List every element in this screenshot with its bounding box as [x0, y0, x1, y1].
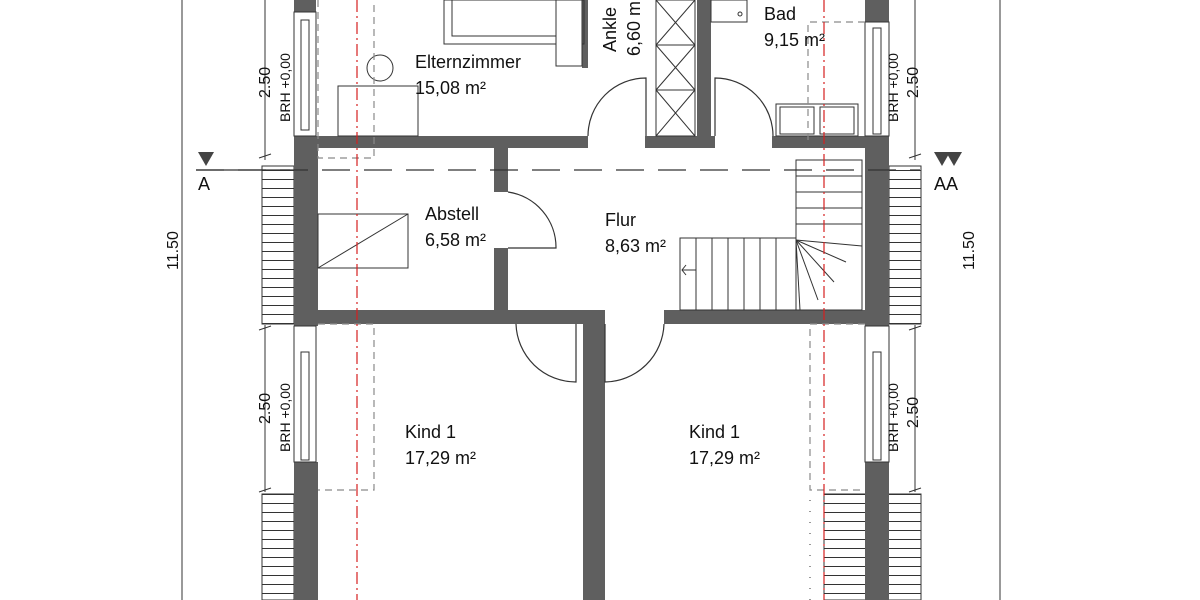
- room-name-kind-left: Kind 1: [405, 422, 456, 442]
- furniture: [317, 0, 859, 269]
- section-cut-line: [196, 152, 962, 171]
- room-area-kind-left: 17,29 m²: [405, 448, 476, 468]
- desk: [337, 85, 419, 137]
- overall-dimension-lines: [181, 0, 1001, 600]
- brh-top-right: BRH +0,00: [885, 53, 901, 122]
- overall-dim-right: 11.50: [961, 231, 978, 270]
- section-marker-left-icon: [198, 152, 214, 166]
- labels: Elternzimmer 15,08 m² Ankle 6,60 m Bad 9…: [165, 1, 978, 468]
- brh-bottom-left: BRH +0,00: [277, 383, 293, 452]
- chair: [366, 54, 394, 82]
- room-name-kind-right: Kind 1: [689, 422, 740, 442]
- storage-box: [317, 213, 409, 269]
- interior-stair: [679, 159, 863, 311]
- window-dimension-lines: [258, 0, 922, 493]
- room-area-bad: 9,15 m²: [764, 30, 825, 50]
- window-height-bottom-left: 2.50: [257, 393, 274, 424]
- washbasin: [710, 0, 748, 23]
- overall-dim-left: 11.50: [165, 231, 182, 270]
- window-height-bottom-right: 2.50: [905, 397, 922, 428]
- window-height-top-left: 2.50: [257, 67, 274, 98]
- windows: [293, 11, 890, 463]
- room-area-elternzimmer: 15,08 m²: [415, 78, 486, 98]
- brh-bottom-right: BRH +0,00: [885, 383, 901, 452]
- roof-slope-lines: [317, 0, 865, 600]
- room-name-bad: Bad: [764, 4, 796, 24]
- section-marker-right-icon: [934, 152, 950, 166]
- bed: [443, 0, 585, 45]
- window-height-top-right: 2.50: [905, 67, 922, 98]
- section-label-right: AA: [934, 174, 958, 194]
- double-sink: [775, 103, 859, 137]
- room-area-flur: 8,63 m²: [605, 236, 666, 256]
- wardrobe: [655, 0, 696, 137]
- room-area-ankleide: 6,60 m: [624, 1, 644, 56]
- walls: [294, 0, 889, 600]
- section-label-left: A: [198, 174, 210, 194]
- doors: [507, 77, 774, 383]
- section-lines-red: [356, 0, 825, 600]
- room-area-kind-right: 17,29 m²: [689, 448, 760, 468]
- brh-top-left: BRH +0,00: [277, 53, 293, 122]
- room-name-flur: Flur: [605, 210, 636, 230]
- room-area-abstell: 6,58 m²: [425, 230, 486, 250]
- room-name-ankleide: Ankle: [600, 7, 620, 52]
- room-name-elternzimmer: Elternzimmer: [415, 52, 521, 72]
- room-name-abstell: Abstell: [425, 204, 479, 224]
